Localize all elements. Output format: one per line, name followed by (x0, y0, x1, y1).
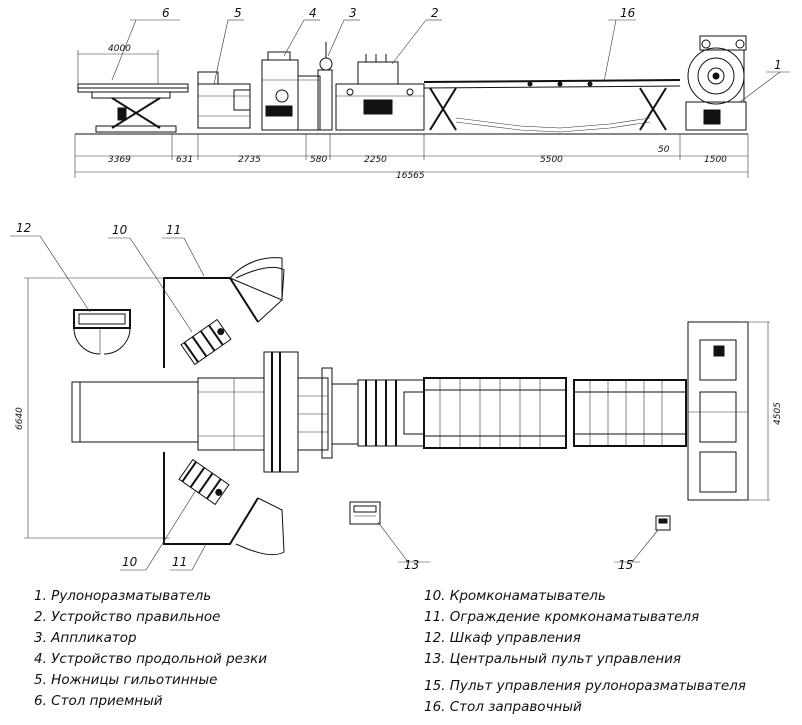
callout-1: 1 (774, 58, 782, 72)
edge-winder-top (180, 318, 232, 366)
dimension-chain: 3369 631 2735 580 2250 5500 50 1500 1656… (74, 134, 749, 181)
legend-item-16: 16. Стол заправочный (424, 699, 582, 715)
dim-5500-label: 5500 (540, 155, 563, 165)
callouts-plan: 12 10 11 10 11 (10, 221, 207, 571)
dim-16565-label: 16565 (396, 171, 425, 181)
callout-11-top: 11 (166, 223, 181, 237)
dim-580-label: 580 (310, 155, 327, 165)
slitting-section-plan (263, 351, 359, 473)
uncoiler-side (685, 35, 747, 131)
uncoiler-control-panel: 15 (614, 515, 671, 572)
callout-15: 15 (618, 558, 633, 572)
legend-item-5: 5. Ножницы гильотинные (34, 672, 217, 688)
slitting-device-side (261, 51, 321, 131)
legend-item-10: 10. Кромконаматыватель (424, 588, 606, 604)
callout-6: 6 (162, 6, 170, 20)
dim-4000-label: 4000 (108, 44, 131, 54)
threading-table-side (423, 79, 681, 133)
callout-2: 2 (431, 6, 439, 20)
callout-5: 5 (234, 6, 242, 20)
callout-11-bottom: 11 (172, 555, 187, 569)
callout-3: 3 (349, 6, 357, 20)
dimension-6640: 6640 (15, 277, 170, 539)
legend: 1. Рулоноразматыватель 2. Устройство пра… (34, 588, 746, 715)
dim-4505-label: 4505 (773, 402, 783, 425)
legend-item-12: 12. Шкаф управления (424, 630, 581, 646)
dim-6640-label: 6640 (15, 407, 25, 430)
legend-item-11: 11. Ограждение кромконаматывателя (424, 609, 699, 625)
legend-item-6: 6. Стол приемный (34, 693, 163, 709)
guillotine-shears-side (197, 71, 251, 129)
callout-10-top: 10 (112, 223, 128, 237)
dim-3369-label: 3369 (108, 155, 131, 165)
dimension-4000: 4000 (77, 44, 159, 84)
dim-2735-label: 2735 (238, 155, 261, 165)
callout-13: 13 (404, 558, 419, 572)
edge-winder-guard-top (163, 257, 285, 368)
plan-view: 6640 (10, 221, 783, 572)
straightening-device-plan (357, 379, 425, 447)
dim-631-label: 631 (176, 155, 193, 165)
legend-item-3: 3. Аппликатор (34, 630, 137, 646)
dim-50-label: 50 (658, 145, 670, 155)
control-cabinet (73, 309, 131, 355)
edge-winder-guard-bottom (163, 452, 285, 556)
callout-4: 4 (309, 6, 317, 20)
edge-winder-bottom (178, 458, 230, 506)
threading-table-plan (423, 377, 687, 449)
callouts-top: 6 5 4 3 2 16 1 (111, 6, 790, 103)
callout-12: 12 (16, 221, 31, 235)
legend-item-15: 15. Пульт управления рулоноразматывателя (424, 678, 746, 694)
legend-item-13: 13. Центральный пульт управления (424, 651, 681, 667)
applicator-side (317, 42, 333, 131)
legend-item-2: 2. Устройство правильное (34, 609, 220, 625)
callout-10-bottom: 10 (122, 555, 138, 569)
side-elevation: 4000 3369 631 2735 580 2250 5500 50 1500… (74, 6, 790, 181)
uncoiler-plan: 4505 (687, 321, 783, 501)
central-control-panel: 13 (349, 501, 430, 572)
receiving-table-plan (71, 377, 265, 451)
dim-1500-label: 1500 (704, 155, 727, 165)
legend-item-1: 1. Рулоноразматыватель (34, 588, 211, 604)
legend-item-4: 4. Устройство продольной резки (34, 651, 267, 667)
callout-16: 16 (620, 6, 636, 20)
receiving-table-side (77, 83, 189, 133)
dim-2250-label: 2250 (364, 155, 387, 165)
straightening-device-side (335, 54, 425, 131)
